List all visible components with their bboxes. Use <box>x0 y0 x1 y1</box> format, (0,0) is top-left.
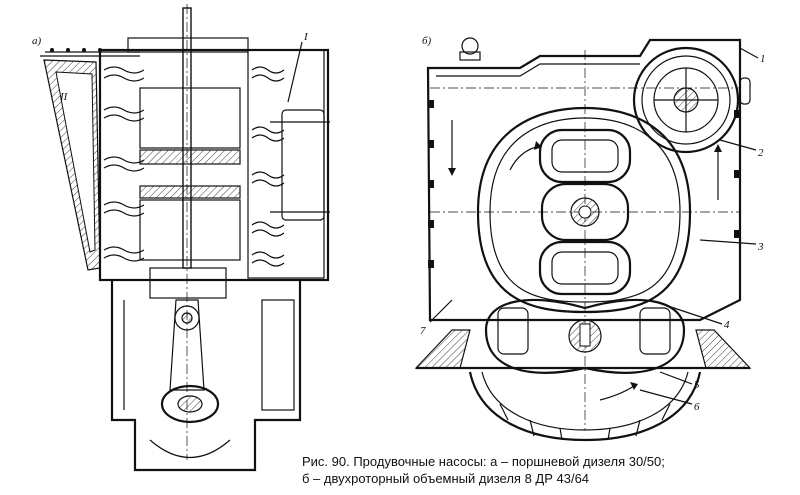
caption-line-1: Рис. 90. Продувочные насосы: а – поршнев… <box>302 454 665 469</box>
lower-rotor-pair <box>484 298 686 374</box>
pump-body <box>98 48 330 282</box>
lifting-eye <box>461 37 479 55</box>
outlet-scroll <box>468 371 702 442</box>
callout-4: 4 <box>724 319 730 331</box>
callout-6: 6 <box>694 401 700 413</box>
callout-7: 7 <box>420 325 426 337</box>
panel-a-label: а) <box>32 35 42 47</box>
callout-2: 2 <box>758 147 764 159</box>
connecting-rod <box>169 299 205 391</box>
figure-caption: Рис. 90. Продувочные насосы: а – поршнев… <box>302 453 782 487</box>
drive-gear <box>632 46 740 154</box>
label-II: II <box>59 91 69 103</box>
callouts: 1 2 3 4 5 6 7 <box>420 47 766 413</box>
panel-b-label: б) <box>422 35 432 47</box>
valve-plates-left <box>103 66 145 262</box>
upper-cylinder <box>139 87 241 149</box>
roots-blower-drawing: б) <box>414 35 766 442</box>
label-I: I <box>303 31 309 43</box>
rotor-upper <box>538 128 632 184</box>
crankcase <box>110 280 302 472</box>
callout-1: 1 <box>760 53 766 65</box>
piston <box>139 149 241 165</box>
valve-plates-right <box>251 66 285 267</box>
callout-5: 5 <box>694 379 700 391</box>
base-flange-right <box>695 329 752 369</box>
blower-housing <box>426 38 742 322</box>
rotor-casing <box>476 106 692 314</box>
caption-line-2: б – двухроторный объемный дизеля 8 ДР 43… <box>302 471 590 486</box>
piston-pump-drawing: а) II <box>32 4 330 472</box>
lower-cylinder <box>139 199 241 261</box>
callout-3: 3 <box>757 241 764 253</box>
rotor-lower <box>538 240 632 296</box>
rotor-middle <box>540 182 630 242</box>
flow-arrows <box>448 120 722 401</box>
outlet-housing <box>281 109 325 221</box>
crankshaft <box>160 384 220 424</box>
